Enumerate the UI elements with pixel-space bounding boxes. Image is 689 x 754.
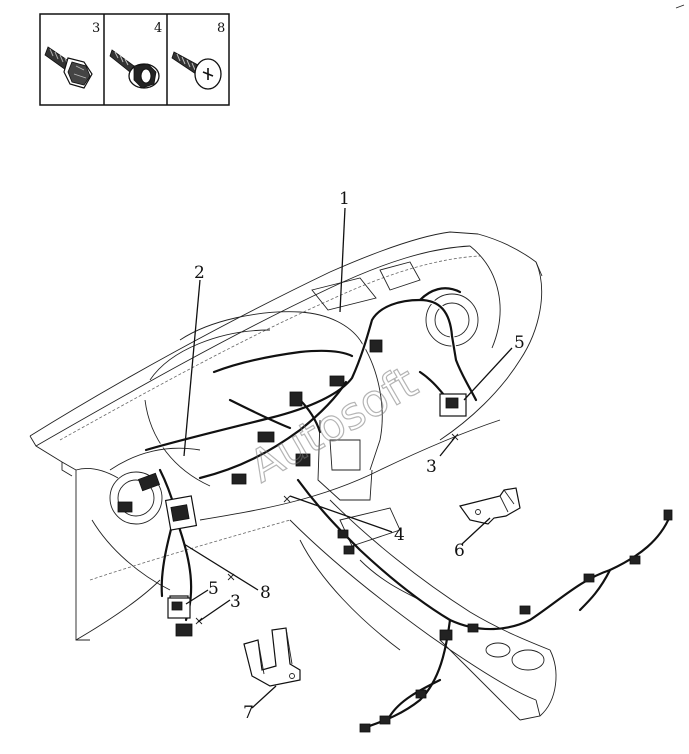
hex-washer-screw-icon (109, 49, 160, 89)
callout-3-right: 3 (426, 457, 437, 477)
legend-number-4: 4 (154, 21, 162, 36)
callout-1: 1 (339, 189, 350, 209)
callout-8: 8 (260, 583, 271, 603)
bracket-7 (243, 627, 301, 687)
hex-flange-bolt-icon (44, 46, 93, 89)
callout-3-left: 3 (230, 592, 241, 612)
callout-7: 7 (243, 703, 254, 723)
callout-4: 4 (394, 525, 405, 545)
callout-6: 6 (454, 541, 465, 561)
legend-number-3: 3 (92, 21, 100, 36)
callout-5-right: 5 (514, 333, 525, 353)
connector-block-5-upper (439, 393, 467, 417)
corner-mark (675, 4, 685, 9)
leader-lines (183, 207, 513, 709)
main-wiring-harness (143, 287, 672, 730)
callout-5-left: 5 (208, 579, 219, 599)
bracket-6 (458, 487, 521, 525)
center-console (289, 499, 557, 721)
connector-block-5-lower (167, 597, 191, 619)
fastener-legend: 3 4 8 (39, 13, 230, 106)
legend-number-8: 8 (217, 21, 225, 36)
callout-2: 2 (194, 263, 205, 283)
phillips-tapping-screw-icon (171, 51, 222, 90)
